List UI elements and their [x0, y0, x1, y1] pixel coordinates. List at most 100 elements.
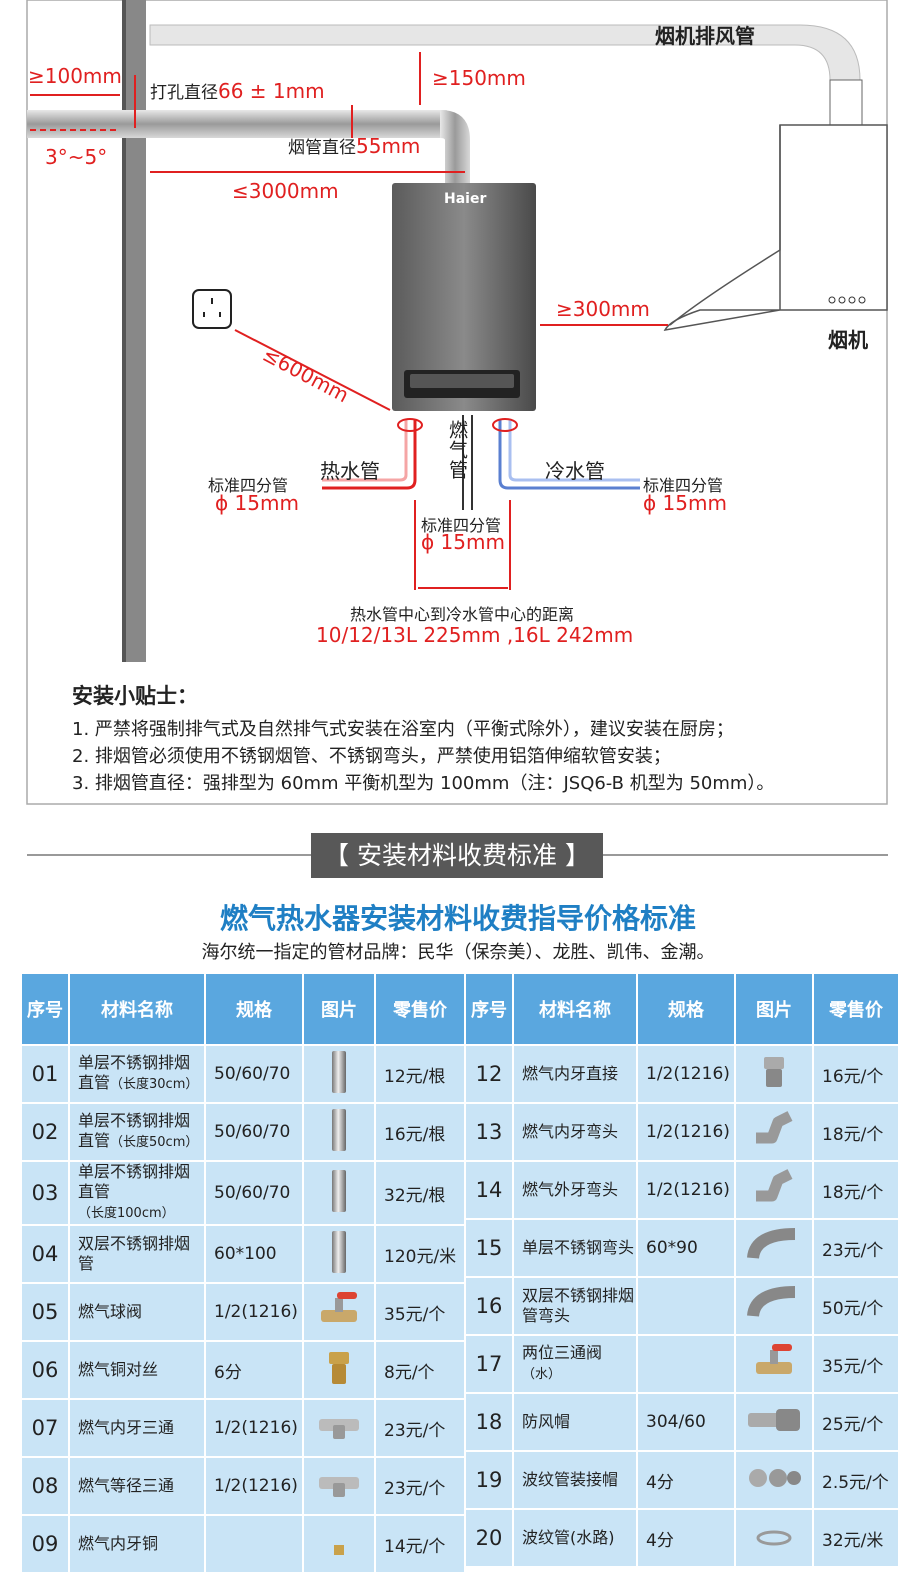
pipe-icon: [329, 1050, 349, 1099]
top-gap-label: ≥150mm: [432, 66, 526, 90]
col-header: 材料名称: [70, 974, 204, 1044]
material-name: 波纹管(水路): [514, 1510, 636, 1566]
material-note: （长度50cm）: [110, 1135, 199, 1150]
retail-price: 23元/个: [814, 1220, 898, 1276]
material-image: [304, 1162, 374, 1224]
material-spec: 4分: [638, 1452, 734, 1508]
pipe-length-label: ≤3000mm: [232, 179, 339, 203]
gas-pipe-label: 燃气管: [446, 420, 468, 480]
retail-price: 23元/个: [376, 1400, 464, 1456]
material-image: [736, 1104, 812, 1160]
material-spec: 1/2(1216): [206, 1284, 302, 1340]
retail-price: 16元/个: [814, 1046, 898, 1102]
material-name: 双层不锈钢排烟管: [70, 1226, 204, 1282]
installation-diagram: 烟机排风管 ≥100mm 打孔直径66 ± 1mm ≥150mm 烟管直径55m…: [26, 0, 888, 805]
material-name: 燃气外牙弯头: [514, 1162, 636, 1218]
bend-icon: [747, 1285, 799, 1327]
material-name: 燃气等径三通: [70, 1458, 204, 1514]
col-header: 序号: [22, 974, 68, 1044]
section-divider-left: [27, 854, 311, 856]
center-distance-value: 10/12/13L 225mm ,16L 242mm: [316, 623, 634, 647]
retail-price: 50元/个: [814, 1278, 898, 1334]
brand-logo: Haier: [444, 191, 487, 207]
row-number: 08: [22, 1458, 68, 1514]
material-image: [304, 1104, 374, 1160]
gas-std-diam: ϕ 15mm: [421, 530, 505, 554]
slope-label: 3°~5°: [45, 145, 108, 169]
row-number: 03: [22, 1162, 68, 1224]
material-name: 波纹管装接帽: [514, 1452, 636, 1508]
material-name: 单层不锈钢弯头: [514, 1220, 636, 1276]
price-table-subtitle: 海尔统一指定的管材品牌：民华（保奈美）、龙胜、凯伟、金潮。: [201, 942, 715, 963]
tee-icon: [317, 1411, 361, 1446]
material-image: [736, 1278, 812, 1334]
retail-price: 18元/个: [814, 1104, 898, 1160]
material-spec: 50/60/70: [206, 1162, 302, 1224]
row-number: 06: [22, 1342, 68, 1398]
retail-price: 32元/米: [814, 1510, 898, 1566]
row-number: 12: [466, 1046, 512, 1102]
row-number: 07: [22, 1400, 68, 1456]
price-table-title: 燃气热水器安装材料收费指导价格标准: [219, 902, 696, 935]
col-header: 零售价: [814, 974, 898, 1044]
material-name: 燃气内牙直接: [514, 1046, 636, 1102]
row-number: 17: [466, 1336, 512, 1392]
wall-gap-label: ≥100mm: [28, 64, 122, 88]
col-header: 规格: [638, 974, 734, 1044]
tip-item: 2. 排烟管必须使用不锈钢烟管、不锈钢弯头，严禁使用铝箔伸缩软管安装；: [72, 746, 671, 767]
material-image: [736, 1394, 812, 1450]
material-spec: 1/2(1216): [638, 1104, 734, 1160]
row-number: 16: [466, 1278, 512, 1334]
material-name: 燃气内牙三通: [70, 1400, 204, 1456]
material-name: 双层不锈钢排烟管弯头: [514, 1278, 636, 1334]
hole-diameter-label: 打孔直径66 ± 1mm: [150, 79, 325, 103]
fitting-icon: [329, 1527, 349, 1562]
material-spec: 60*90: [638, 1220, 734, 1276]
material-spec: 50/60/70: [206, 1046, 302, 1102]
installation-tips: 安装小贴士： 1. 严禁将强制排气式及自然排气式安装在浴室内（平衡式除外），建议…: [72, 680, 882, 797]
material-image: [736, 1220, 812, 1276]
row-number: 13: [466, 1104, 512, 1160]
nuts-icon: [746, 1463, 802, 1498]
col-header: 零售价: [376, 974, 464, 1044]
nipple-icon: [324, 1348, 354, 1393]
material-spec: 1/2(1216): [206, 1400, 302, 1456]
center-distance-label: 热水管中心到冷水管中心的距离: [350, 605, 575, 624]
col-header: 序号: [466, 974, 512, 1044]
retail-price: 25元/个: [814, 1394, 898, 1450]
material-spec: 304/60: [638, 1394, 734, 1450]
hood-label: 烟机: [828, 328, 868, 352]
elbow-icon: [752, 1110, 796, 1153]
retail-price: 12元/根: [376, 1046, 464, 1102]
material-name: 燃气铜对丝: [70, 1342, 204, 1398]
material-spec: 1/2(1216): [206, 1458, 302, 1514]
material-image: [304, 1516, 374, 1572]
material-image: [304, 1342, 374, 1398]
retail-price: 32元/根: [376, 1162, 464, 1224]
hood-gap-label: ≥300mm: [556, 297, 650, 321]
valve-icon: [317, 1290, 361, 1335]
row-number: 20: [466, 1510, 512, 1566]
hot-std-pipe: 标准四分管: [208, 476, 289, 495]
retail-price: 14元/个: [376, 1516, 464, 1572]
material-image: [304, 1458, 374, 1514]
hot-std-diam: ϕ 15mm: [215, 491, 299, 515]
col-header: 图片: [304, 974, 374, 1044]
material-spec: 4分: [638, 1510, 734, 1566]
row-number: 14: [466, 1162, 512, 1218]
hose-icon: [754, 1526, 794, 1551]
cold-pipe-label: 冷水管: [545, 459, 605, 483]
cold-std-diam: ϕ 15mm: [643, 491, 727, 515]
material-spec: 1/2(1216): [638, 1046, 734, 1102]
material-name: 燃气球阀: [70, 1284, 204, 1340]
material-note: （长度30cm）: [110, 1077, 199, 1092]
